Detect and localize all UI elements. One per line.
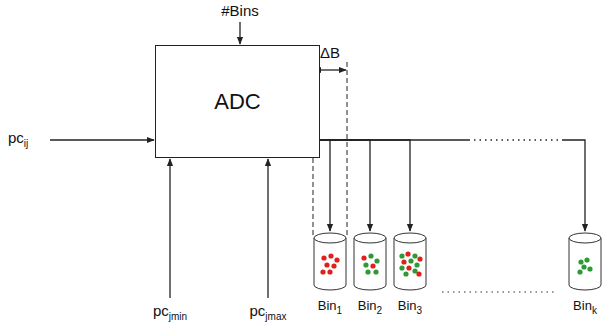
input-arrow xyxy=(267,159,268,298)
box-label: ADC xyxy=(214,89,260,115)
input-arrow xyxy=(169,159,170,298)
output-connector xyxy=(320,140,410,231)
output-connector xyxy=(320,140,370,231)
bin-label: Bink xyxy=(548,298,609,316)
bin-cylinder: Bink xyxy=(568,232,602,292)
signal-label: ΔB xyxy=(320,44,340,61)
cylinder-shape xyxy=(393,232,427,292)
cylinder-shape xyxy=(353,232,387,292)
signal-name: pc xyxy=(8,129,24,146)
ellipsis-dots xyxy=(442,291,556,292)
signal-name: ΔB xyxy=(320,44,340,61)
bin-name: Bin xyxy=(398,298,417,313)
signal-label: pcjmax xyxy=(250,302,287,322)
signal-name: pc xyxy=(250,302,266,319)
bin-cylinder: Bin2 xyxy=(353,232,387,292)
signal-subscript: jmax xyxy=(265,311,286,322)
process-box: ADC xyxy=(155,45,320,158)
bin-cylinder: Bin3 xyxy=(393,232,427,292)
input-arrow xyxy=(239,22,240,44)
input-arrow xyxy=(50,139,154,140)
cylinder-shape xyxy=(313,232,347,292)
signal-label: pcjmin xyxy=(153,302,187,322)
bin-index: k xyxy=(592,305,597,316)
bin-label: Bin3 xyxy=(373,298,447,316)
bin-name: Bin xyxy=(573,298,592,313)
signal-label: #Bins xyxy=(221,2,259,19)
bin-cylinder: Bin1 xyxy=(313,232,347,292)
signal-name: #Bins xyxy=(221,2,259,19)
bin-index: 2 xyxy=(377,305,383,316)
bin-index: 3 xyxy=(417,305,423,316)
bin-name: Bin xyxy=(358,298,377,313)
bin-index: 1 xyxy=(337,305,343,316)
cylinder-shape xyxy=(568,232,602,292)
output-connector xyxy=(320,140,330,231)
signal-name: pc xyxy=(153,302,169,319)
signal-label: pcij xyxy=(8,129,28,149)
bin-label: Bin1 xyxy=(293,298,367,316)
bin-label: Bin2 xyxy=(333,298,407,316)
signal-subscript: jmin xyxy=(169,311,187,322)
bin-name: Bin xyxy=(318,298,337,313)
output-connector xyxy=(320,140,585,231)
dashed-guide xyxy=(347,62,348,236)
signal-subscript: ij xyxy=(24,138,28,149)
